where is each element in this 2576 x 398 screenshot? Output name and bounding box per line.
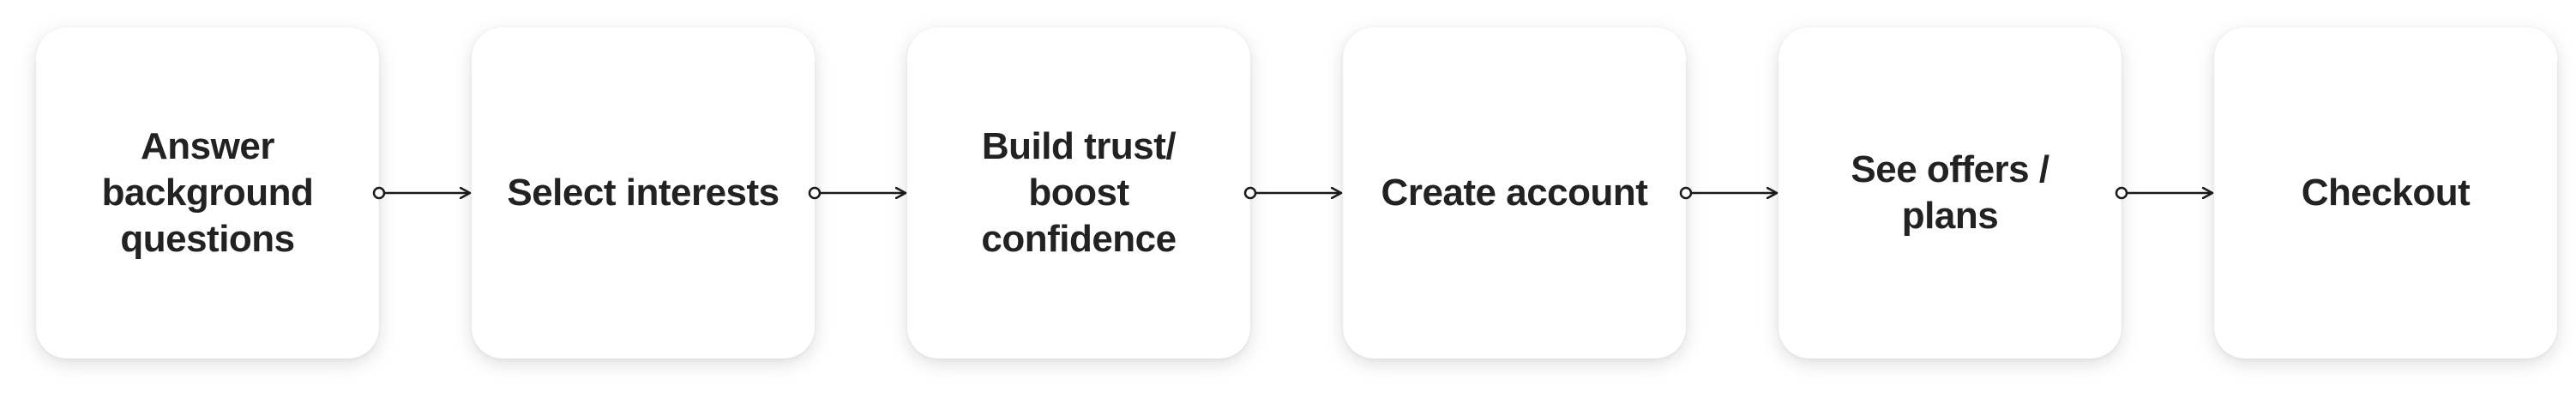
step-label: Checkout <box>2301 172 2471 214</box>
step-label: Create account <box>1381 172 1648 214</box>
step-label: Select interests <box>507 172 779 214</box>
step-label: Build trust/ boost confidence <box>981 125 1177 260</box>
connector-2-3 <box>808 186 906 200</box>
step-build-trust: Build trust/ boost confidence <box>907 27 1250 359</box>
step-checkout: Checkout <box>2214 27 2557 359</box>
step-select-interests: Select interests <box>472 27 815 359</box>
step-create-account: Create account <box>1343 27 1686 359</box>
connector-3-4 <box>1243 186 1341 200</box>
step-see-offers-plans: See offers / plans <box>1779 27 2122 359</box>
step-label: See offers / plans <box>1851 148 2049 237</box>
connector-4-5 <box>1679 186 1777 200</box>
step-answer-background-questions: Answer background questions <box>36 27 379 359</box>
connector-5-6 <box>2115 186 2212 200</box>
step-label: Answer background questions <box>101 125 314 260</box>
connector-1-2 <box>372 186 470 200</box>
